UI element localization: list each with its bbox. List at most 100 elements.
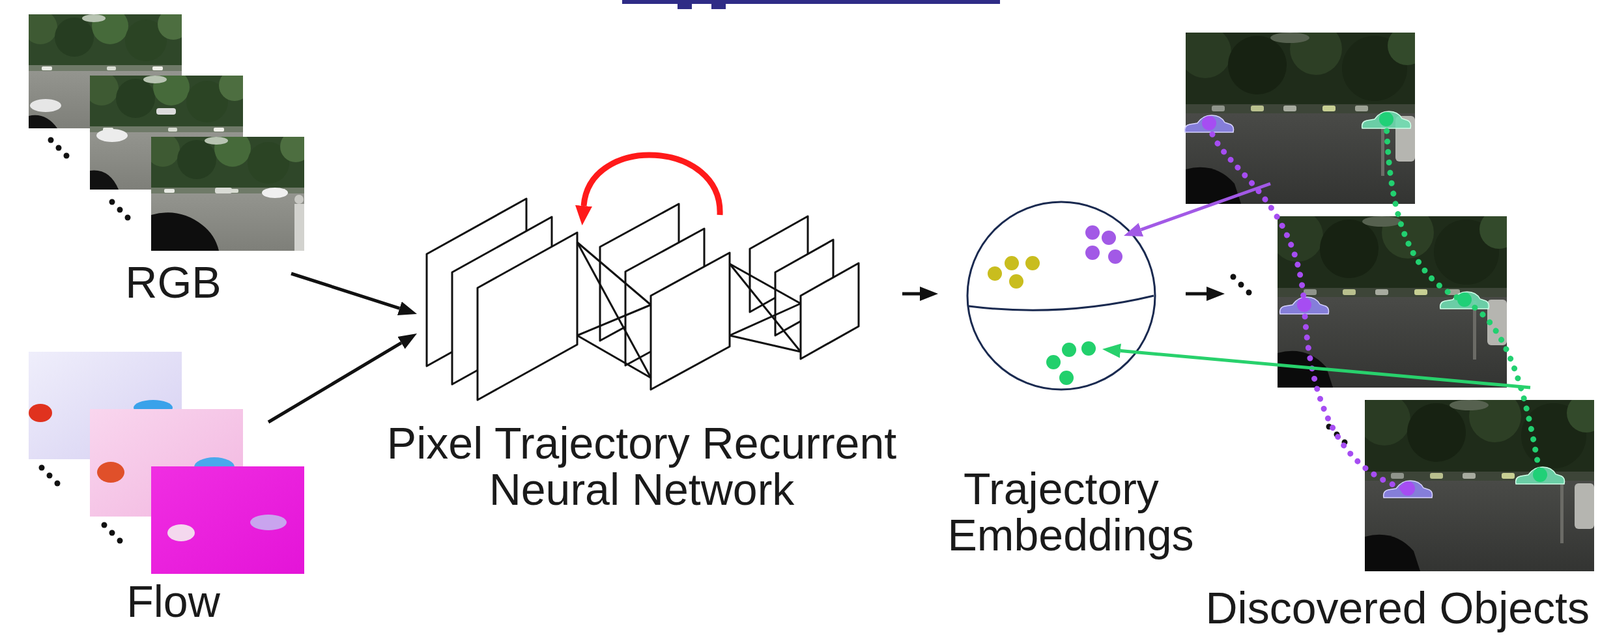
- flow-frames: [151, 466, 305, 574]
- color-frames: [29, 99, 62, 113]
- embedding-sphere: [1061, 342, 1077, 358]
- object-frames: [1209, 124, 1408, 490]
- ellipsis-dots: [48, 137, 55, 144]
- object-frames: [1515, 467, 1565, 485]
- ellipsis-dots: [101, 522, 108, 529]
- embedding-sphere: [1085, 225, 1123, 264]
- block-label: Trajectory Embeddings: [947, 465, 1176, 559]
- object-frames: [1201, 115, 1217, 131]
- diagram-block: Trajectory Embeddings: [938, 195, 1186, 567]
- object-frames: [1362, 111, 1412, 129]
- object-frames: [1362, 111, 1565, 485]
- embedding-sphere: [987, 266, 1002, 281]
- block-label: Flow: [125, 578, 221, 625]
- diagram-block: Flow: [26, 349, 308, 634]
- embedding-sphere: [1009, 274, 1024, 289]
- diagram-block: Discovered Objects: [1228, 26, 1597, 636]
- layer-links: [729, 263, 801, 352]
- embedding-sphere: [968, 295, 1154, 311]
- object-frames: [1297, 297, 1312, 313]
- embedding-sphere: [1101, 230, 1116, 245]
- layer-links: [729, 335, 801, 352]
- color-frames: [28, 115, 58, 129]
- object-frames: [1185, 115, 1433, 498]
- flow-arrow: [902, 292, 920, 296]
- ellipsis-dots: [54, 480, 61, 487]
- ellipsis-dots: [1230, 274, 1237, 281]
- embedding-sphere: [1046, 341, 1096, 386]
- embedding-sphere: [1025, 256, 1040, 271]
- color-frames: [96, 128, 128, 143]
- color-frames: [294, 194, 304, 204]
- flow-arrow: [1185, 292, 1207, 296]
- layer-links: [729, 263, 801, 304]
- color-frames: [214, 187, 232, 194]
- embedding-sphere: [1059, 370, 1074, 386]
- ellipsis-dots: [46, 472, 53, 479]
- object-frames: [1280, 297, 1329, 315]
- ellipsis-dots: [56, 145, 62, 152]
- embedding-sphere: [967, 201, 1156, 390]
- ellipsis-dots: [117, 538, 124, 544]
- ellipsis-dots: [117, 207, 124, 214]
- ellipsis-dots: [63, 153, 70, 159]
- object-frames: [1179, 22, 1427, 204]
- object-frames: [1358, 390, 1600, 572]
- flow-frames: [28, 403, 53, 423]
- object-frames: [1201, 115, 1415, 496]
- flow-arrow: [1140, 183, 1271, 230]
- flow-frames: [97, 461, 125, 483]
- embedding-sphere: [1108, 249, 1123, 264]
- flow-arrow: [1120, 351, 1531, 388]
- flow-arrow: [268, 342, 402, 423]
- layer-links: [577, 242, 651, 378]
- embedding-sphere: [967, 201, 1156, 390]
- color-frames: [23, 7, 312, 251]
- layer-links: [577, 304, 651, 336]
- object-frames: [1386, 120, 1541, 477]
- embedding-sphere: [1081, 341, 1096, 356]
- object-frames: [1379, 112, 1548, 483]
- layer-links: [577, 242, 801, 378]
- ellipsis-dots: [125, 214, 131, 221]
- object-frames: [1379, 112, 1394, 127]
- diagram-block: RGB: [26, 11, 308, 312]
- embedding-sphere: [987, 256, 1040, 289]
- color-frames: [151, 212, 219, 251]
- network-layers: [800, 263, 859, 359]
- color-frames: [294, 203, 305, 251]
- block-label: Pixel Trajectory Recurrent Neural Networ…: [386, 420, 898, 514]
- object-frames: [1532, 467, 1548, 483]
- ellipsis-dots: [39, 465, 45, 472]
- title-remnant: [622, 0, 1000, 10]
- network-layers: [650, 252, 730, 390]
- flow-frames: [250, 514, 287, 531]
- embedding-sphere: [1046, 355, 1061, 370]
- title-remnant: [711, 0, 726, 10]
- object-frames: [1179, 22, 1600, 572]
- ellipsis-dots: [1246, 289, 1253, 296]
- object-frames: [1185, 115, 1234, 133]
- color-frames: [145, 130, 312, 251]
- network-layers: [426, 198, 859, 400]
- object-frames: [1457, 292, 1472, 307]
- block-label: RGB: [124, 259, 223, 306]
- object-frames: [1400, 481, 1415, 496]
- diagram-block: Pixel Trajectory Recurrent Neural Networ…: [381, 146, 903, 528]
- flow-arrow: [291, 273, 400, 309]
- layer-links: [577, 335, 651, 378]
- embedding-sphere: [1004, 256, 1019, 271]
- ellipsis-dots: [1238, 282, 1245, 288]
- network-layers: [477, 232, 578, 400]
- color-frames: [156, 108, 176, 115]
- flow-frames: [167, 524, 195, 542]
- recurrence-arrow: [583, 155, 720, 215]
- layer-links: [729, 303, 801, 336]
- ellipsis-dots: [109, 199, 116, 206]
- embedding-sphere: [1085, 225, 1100, 240]
- title-remnant: [677, 0, 692, 10]
